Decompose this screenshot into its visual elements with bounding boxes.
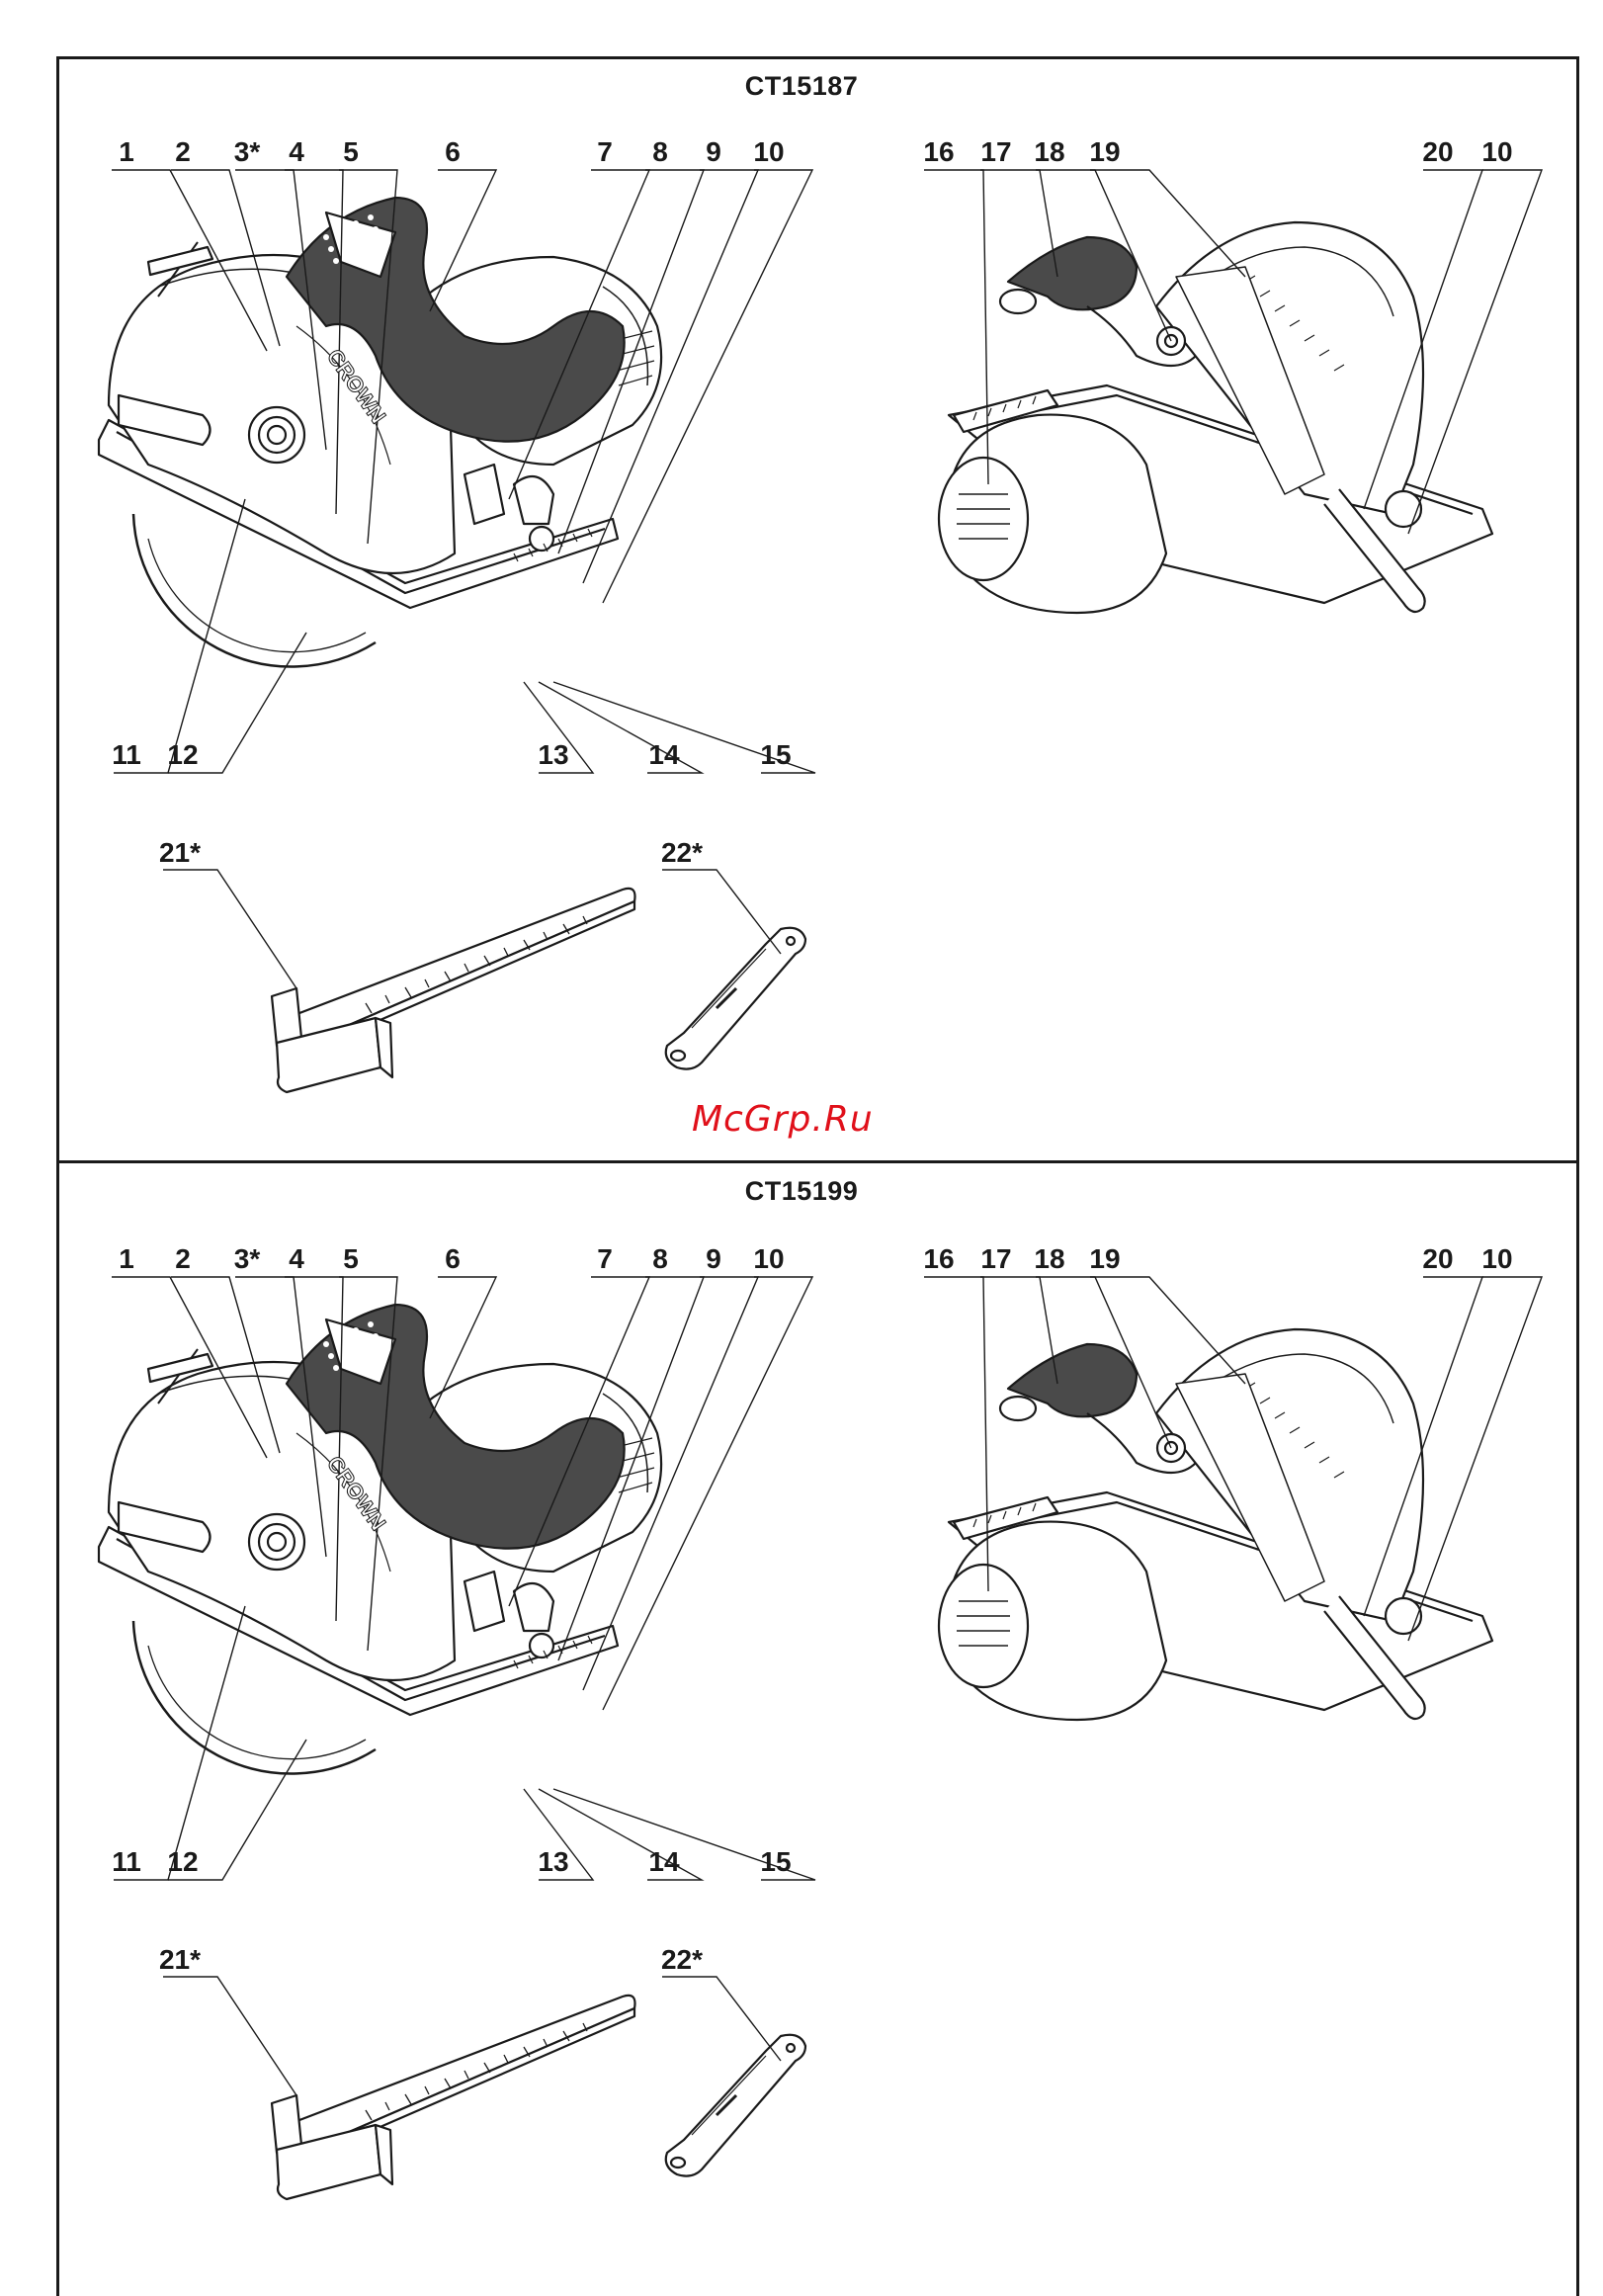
callout-right_labels_top-2-5: 10 xyxy=(1481,1243,1512,1274)
callout-right_labels_top-2-1: 17 xyxy=(980,1243,1011,1274)
callout-accessory_labels-2-1: 22* xyxy=(661,1944,703,1975)
callout-left_labels_bottom-1-1: 12 xyxy=(167,739,198,770)
callout-accessory_labels-2-0: 21* xyxy=(159,1944,201,1975)
saw-left-view-2 xyxy=(99,1305,661,1774)
callout-left_labels_top-2-8: 9 xyxy=(706,1243,721,1274)
callout-right_labels_top-1-2: 18 xyxy=(1034,136,1064,167)
callout-left_labels_bottom-1-0: 11 xyxy=(112,739,141,770)
callout-right_labels_top-1-1: 17 xyxy=(980,136,1011,167)
section-2-diagram xyxy=(99,1277,1542,2199)
callout-left_labels_bottom-2-3: 14 xyxy=(648,1846,680,1877)
callout-left_labels_top-1-4: 5 xyxy=(343,136,359,167)
saw-right-view-1 xyxy=(939,222,1492,613)
callout-left_labels_top-2-1: 2 xyxy=(175,1243,191,1274)
callout-right_labels_top-2-0: 16 xyxy=(923,1243,954,1274)
callout-right_labels_top-1-4: 20 xyxy=(1422,136,1453,167)
parallel-guide-1 xyxy=(272,889,635,1092)
callout-right_labels_top-2-2: 18 xyxy=(1034,1243,1064,1274)
wrench-2 xyxy=(666,2035,805,2176)
callout-left_labels_bottom-1-4: 15 xyxy=(760,739,791,770)
callout-left_labels_top-1-5: 6 xyxy=(445,136,461,167)
callout-left_labels_bottom-2-4: 15 xyxy=(760,1846,791,1877)
callout-right_labels_top-2-4: 20 xyxy=(1422,1243,1453,1274)
callout-left_labels_top-2-0: 1 xyxy=(119,1243,134,1274)
callout-left_labels_bottom-1-3: 14 xyxy=(648,739,680,770)
callout-left_labels_top-1-6: 7 xyxy=(597,136,613,167)
callout-accessory_labels-1-0: 21* xyxy=(159,837,201,868)
callout-right_labels_top-1-3: 19 xyxy=(1089,136,1120,167)
callout-left_labels_top-1-1: 2 xyxy=(175,136,191,167)
callout-left_labels_top-1-8: 9 xyxy=(706,136,721,167)
callout-left_labels_top-2-2: 3* xyxy=(234,1243,261,1274)
callout-left_labels_bottom-2-2: 13 xyxy=(538,1846,568,1877)
callout-accessory_labels-1-1: 22* xyxy=(661,837,703,868)
parallel-guide-2 xyxy=(272,1996,635,2199)
saw-left-view-1 xyxy=(99,198,661,667)
callout-left_labels_top-2-9: 10 xyxy=(753,1243,784,1274)
callout-left_labels_top-2-7: 8 xyxy=(652,1243,668,1274)
callout-left_labels_top-1-3: 4 xyxy=(289,136,304,167)
callout-left_labels_bottom-2-0: 11 xyxy=(112,1846,141,1877)
callout-right_labels_top-1-5: 10 xyxy=(1481,136,1512,167)
callout-left_labels_top-1-9: 10 xyxy=(753,136,784,167)
wrench-1 xyxy=(666,928,805,1069)
callout-left_labels_top-1-7: 8 xyxy=(652,136,668,167)
callout-right_labels_top-1-0: 16 xyxy=(923,136,954,167)
callout-right_labels_top-2-3: 19 xyxy=(1089,1243,1120,1274)
callout-left_labels_bottom-2-1: 12 xyxy=(167,1846,198,1877)
callout-left_labels_top-1-2: 3* xyxy=(234,136,261,167)
section-1-diagram xyxy=(99,170,1542,1092)
callout-left_labels_top-2-5: 6 xyxy=(445,1243,461,1274)
callout-left_labels_top-1-0: 1 xyxy=(119,136,134,167)
callout-left_labels_top-2-4: 5 xyxy=(343,1243,359,1274)
callout-left_labels_bottom-1-2: 13 xyxy=(538,739,568,770)
callout-left_labels_top-2-3: 4 xyxy=(289,1243,304,1274)
saw-right-view-2 xyxy=(939,1329,1492,1720)
callout-left_labels_top-2-6: 7 xyxy=(597,1243,613,1274)
